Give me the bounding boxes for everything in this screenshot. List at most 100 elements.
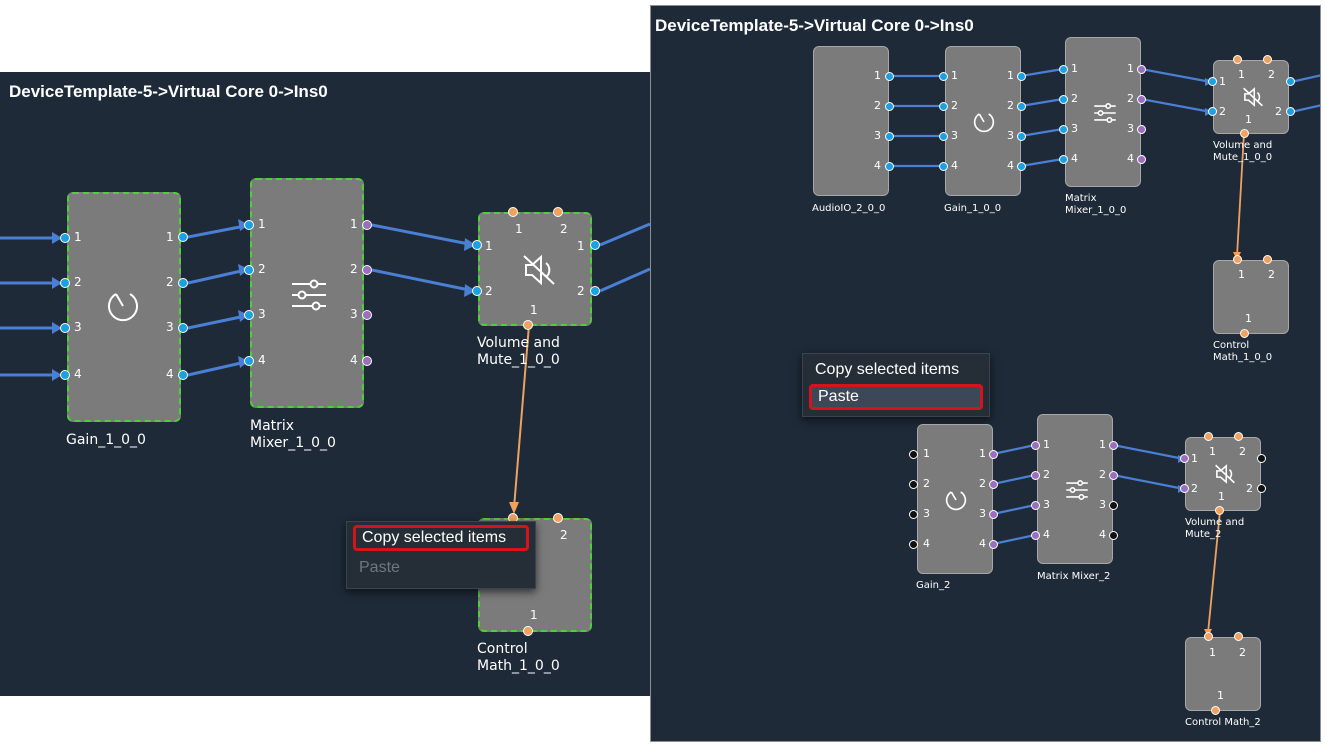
gain-out-port-2[interactable] bbox=[178, 278, 188, 288]
gain-2-out-port-4[interactable] bbox=[989, 540, 998, 549]
volume-control-port-1[interactable] bbox=[1233, 55, 1242, 64]
matrix-in-port-4[interactable] bbox=[1059, 155, 1068, 164]
gain-2-in-port-4[interactable] bbox=[909, 540, 918, 549]
volume-2-control-port-1[interactable] bbox=[1204, 432, 1213, 441]
matrix-mixer-block[interactable] bbox=[1065, 37, 1141, 187]
matrix-out-port-3[interactable] bbox=[1137, 125, 1146, 134]
control-2-out-port[interactable] bbox=[1211, 706, 1220, 715]
volume-out-port-2[interactable] bbox=[590, 286, 600, 296]
volume-mute-block[interactable] bbox=[1213, 60, 1289, 134]
matrix-2-in-port-3[interactable] bbox=[1031, 501, 1040, 510]
matrix-2-out-port-4[interactable] bbox=[1109, 531, 1118, 540]
matrix-2-in-port-2[interactable] bbox=[1031, 471, 1040, 480]
matrix-mixer-2-block[interactable] bbox=[1037, 414, 1113, 564]
gain-in-port-2[interactable] bbox=[939, 102, 948, 111]
gain-in-port-1[interactable] bbox=[939, 72, 948, 81]
gain-out-port-1[interactable] bbox=[178, 232, 188, 242]
matrix-in-port-2[interactable] bbox=[244, 265, 254, 275]
volume-control-out-port[interactable] bbox=[523, 320, 533, 330]
volume-out-port-1[interactable] bbox=[590, 240, 600, 250]
gain-in-port-1[interactable] bbox=[60, 233, 70, 243]
control-math-2-block[interactable] bbox=[1185, 637, 1261, 711]
audioio-out-port-4[interactable] bbox=[885, 162, 894, 171]
gain-in-port-4[interactable] bbox=[60, 370, 70, 380]
gain-out-port-4[interactable] bbox=[178, 370, 188, 380]
gain-out-port-2[interactable] bbox=[1017, 102, 1026, 111]
matrix-2-out-port-2[interactable] bbox=[1109, 471, 1118, 480]
audioio-out-port-3[interactable] bbox=[885, 132, 894, 141]
matrix-2-in-port-4[interactable] bbox=[1031, 531, 1040, 540]
copy-selected-items-menu-item[interactable]: Copy selected items bbox=[815, 361, 960, 378]
volume-in-port-2[interactable] bbox=[472, 286, 482, 296]
gain-block[interactable] bbox=[67, 192, 181, 422]
volume-2-in-port-1[interactable] bbox=[1180, 454, 1189, 463]
left-canvas[interactable]: DeviceTemplate-5->Virtual Core 0->Ins0 bbox=[0, 72, 650, 696]
gain-in-port-3[interactable] bbox=[939, 132, 948, 141]
volume-in-port-1[interactable] bbox=[472, 240, 482, 250]
matrix-out-port-3[interactable] bbox=[362, 310, 372, 320]
port-label: 3 bbox=[350, 307, 358, 321]
control-2-in-port-1[interactable] bbox=[1204, 632, 1213, 641]
audioio-out-port-1[interactable] bbox=[885, 72, 894, 81]
gain-out-port-3[interactable] bbox=[178, 323, 188, 333]
gain-out-port-1[interactable] bbox=[1017, 72, 1026, 81]
matrix-2-out-port-1[interactable] bbox=[1109, 441, 1118, 450]
control-out-port[interactable] bbox=[523, 626, 533, 636]
gain-2-out-port-3[interactable] bbox=[989, 510, 998, 519]
volume-2-control-port-2[interactable] bbox=[1234, 432, 1243, 441]
volume-control-out-port[interactable] bbox=[1240, 129, 1249, 138]
gain-2-out-port-1[interactable] bbox=[989, 450, 998, 459]
control-math-block[interactable] bbox=[1213, 260, 1289, 334]
gain-out-port-4[interactable] bbox=[1017, 162, 1026, 171]
audioio-out-port-2[interactable] bbox=[885, 102, 894, 111]
volume-in-port-2[interactable] bbox=[1208, 107, 1217, 116]
gain-in-port-3[interactable] bbox=[60, 323, 70, 333]
volume-2-control-out-port[interactable] bbox=[1215, 506, 1224, 515]
matrix-in-port-2[interactable] bbox=[1059, 95, 1068, 104]
volume-control-port-2[interactable] bbox=[1263, 55, 1272, 64]
matrix-in-port-3[interactable] bbox=[244, 310, 254, 320]
matrix-out-port-2[interactable] bbox=[362, 265, 372, 275]
gain-in-port-4[interactable] bbox=[939, 162, 948, 171]
matrix-out-port-1[interactable] bbox=[362, 220, 372, 230]
control-in-port-2[interactable] bbox=[553, 513, 563, 523]
volume-2-in-port-2[interactable] bbox=[1180, 484, 1189, 493]
matrix-2-out-port-3[interactable] bbox=[1109, 501, 1118, 510]
gain-2-out-port-2[interactable] bbox=[989, 480, 998, 489]
paste-menu-item[interactable]: Paste bbox=[809, 384, 983, 410]
volume-mute-2-block[interactable] bbox=[1185, 437, 1261, 511]
volume-in-port-1[interactable] bbox=[1208, 77, 1217, 86]
volume-2-out-port-1[interactable] bbox=[1257, 454, 1266, 463]
gain-in-port-2[interactable] bbox=[60, 278, 70, 288]
matrix-in-port-3[interactable] bbox=[1059, 125, 1068, 134]
control-out-port[interactable] bbox=[1240, 329, 1249, 338]
control-in-port-2[interactable] bbox=[1263, 255, 1272, 264]
matrix-out-port-4[interactable] bbox=[1137, 155, 1146, 164]
gain-2-block[interactable] bbox=[917, 424, 993, 574]
matrix-in-port-1[interactable] bbox=[244, 220, 254, 230]
matrix-mixer-block[interactable] bbox=[250, 178, 364, 408]
volume-control-port-2[interactable] bbox=[553, 207, 563, 217]
matrix-out-port-4[interactable] bbox=[362, 356, 372, 366]
control-in-port-1[interactable] bbox=[1233, 255, 1242, 264]
matrix-out-port-2[interactable] bbox=[1137, 95, 1146, 104]
matrix-in-port-4[interactable] bbox=[244, 356, 254, 366]
volume-mute-block[interactable] bbox=[478, 212, 592, 326]
volume-control-port-1[interactable] bbox=[508, 207, 518, 217]
gain-block[interactable] bbox=[945, 46, 1021, 196]
volume-2-out-port-2[interactable] bbox=[1257, 484, 1266, 493]
copy-selected-items-menu-item[interactable]: Copy selected items bbox=[353, 525, 529, 551]
matrix-out-port-1[interactable] bbox=[1137, 65, 1146, 74]
paste-menu-item[interactable]: Paste bbox=[359, 559, 400, 576]
matrix-2-in-port-1[interactable] bbox=[1031, 441, 1040, 450]
matrix-in-port-1[interactable] bbox=[1059, 65, 1068, 74]
control-2-in-port-2[interactable] bbox=[1234, 632, 1243, 641]
gain-2-in-port-2[interactable] bbox=[909, 480, 918, 489]
volume-out-port-1[interactable] bbox=[1286, 77, 1295, 86]
gain-out-port-3[interactable] bbox=[1017, 132, 1026, 141]
audioio-block[interactable] bbox=[813, 46, 889, 196]
right-canvas[interactable]: DeviceTemplate-5->Virtual Core 0->Ins0 1… bbox=[650, 5, 1321, 742]
volume-out-port-2[interactable] bbox=[1286, 107, 1295, 116]
gain-2-in-port-1[interactable] bbox=[909, 450, 918, 459]
gain-2-in-port-3[interactable] bbox=[909, 510, 918, 519]
